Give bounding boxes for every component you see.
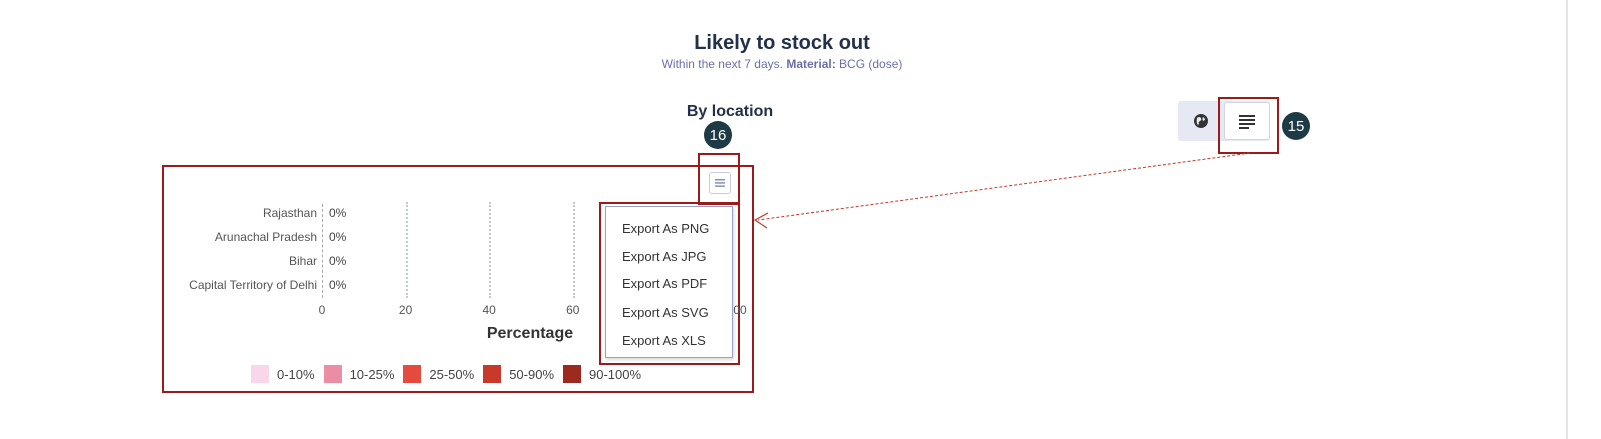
legend-swatch [403, 365, 422, 383]
list-icon [1239, 115, 1255, 129]
legend-swatch [323, 365, 342, 383]
export-menu: Export As PNG Export As JPG Export As PD… [605, 206, 733, 358]
value-label: 0% [329, 230, 347, 244]
x-tick-label: 00 [733, 303, 747, 317]
gridline [573, 202, 575, 298]
gridline [489, 202, 491, 298]
legend-item[interactable]: 90-100% [563, 365, 641, 383]
page-subtitle: Within the next 7 days. Material: BCG (d… [532, 57, 1032, 71]
category-label: Bihar [288, 254, 317, 268]
legend-item[interactable]: 0-10% [251, 365, 315, 383]
legend-item[interactable]: 50-90% [483, 365, 554, 383]
legend-swatch [563, 365, 582, 383]
x-tick-label: 40 [482, 303, 496, 317]
export-xls-item[interactable]: Export As XLS [622, 333, 706, 348]
material-label: Material: [786, 57, 836, 71]
category-label: Arunachal Pradesh [214, 230, 317, 244]
menu-icon [715, 179, 725, 187]
annotation-badge-15: 15 [1282, 112, 1310, 140]
category-label: Capital Territory of Delhi [189, 278, 317, 292]
chart-legend: 0-10% 10-25% 25-50% 50-90% 90-100% [251, 365, 650, 383]
export-png-item[interactable]: Export As PNG [622, 221, 710, 236]
x-axis-title: Percentage [486, 325, 574, 342]
legend-label: 0-10% [277, 366, 315, 382]
value-label: 0% [329, 206, 347, 220]
legend-item[interactable]: 10-25% [323, 365, 395, 383]
legend-label: 10-25% [349, 366, 395, 382]
x-tick-label: 0 [318, 303, 326, 317]
value-label: 0% [329, 278, 347, 292]
table-view-button[interactable] [1224, 102, 1270, 140]
chart-menu-button[interactable] [709, 172, 731, 194]
legend-label: 90-100% [589, 366, 642, 382]
section-title: By location [686, 103, 774, 120]
legend-item[interactable]: 25-50% [403, 365, 474, 383]
legend-label: 25-50% [429, 366, 475, 382]
export-pdf-item[interactable]: Export As PDF [622, 276, 708, 291]
legend-swatch [483, 365, 502, 383]
legend-swatch [251, 365, 269, 383]
annotation-badge-16: 16 [704, 121, 732, 149]
export-svg-item[interactable]: Export As SVG [622, 305, 709, 320]
page-title: Likely to stock out [694, 32, 870, 54]
x-tick-label: 20 [398, 303, 413, 317]
export-jpg-item[interactable]: Export As JPG [622, 249, 707, 264]
material-value: BCG (dose) [839, 57, 903, 71]
y-axis-line [322, 204, 324, 298]
subtitle-text: Within the next 7 days. [661, 57, 783, 71]
globe-icon [1194, 114, 1208, 128]
category-label: Rajasthan [262, 206, 317, 220]
map-view-button[interactable] [1180, 103, 1222, 139]
page-edge-divider [1566, 0, 1568, 439]
x-tick-label: 60 [566, 303, 580, 317]
gridline [406, 202, 408, 298]
legend-label: 50-90% [509, 366, 555, 382]
value-label: 0% [329, 254, 347, 268]
